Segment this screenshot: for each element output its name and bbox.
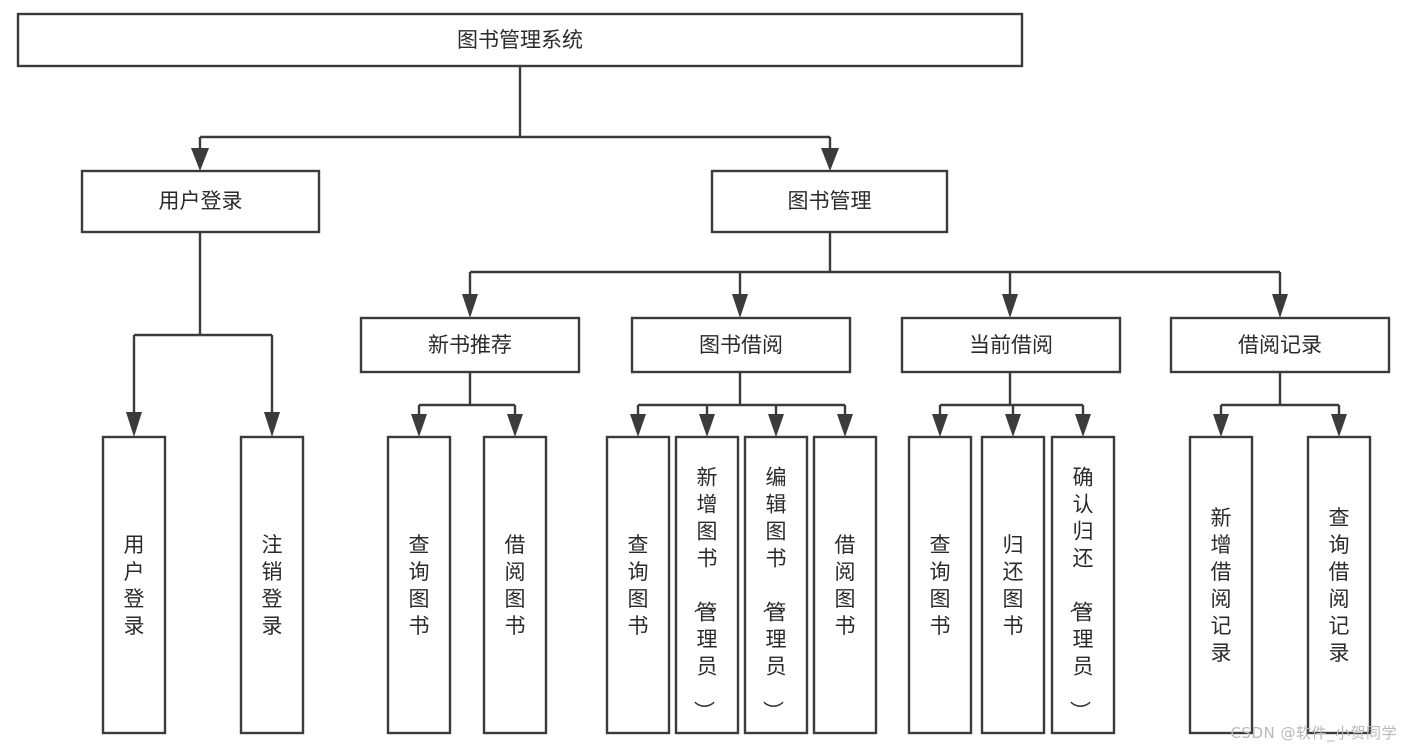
arrowhead-new-book-recommend	[462, 294, 478, 318]
node-borrow-record-label: 借阅记录	[1238, 333, 1322, 357]
node-leaf-query-book-current-label: 查询图书	[930, 533, 951, 638]
node-leaf-add-borrow-record-box[interactable]	[1188, 435, 1254, 735]
node-leaf-query-book-recommend[interactable]: 查询图书	[386, 435, 452, 735]
node-book-management-box[interactable]	[710, 169, 949, 234]
arrowhead-leaf-add-borrow-record	[1213, 414, 1229, 437]
arrowhead-leaf-query-book-recommend	[411, 414, 427, 437]
arrowhead-leaf-query-borrow-record	[1331, 414, 1347, 437]
node-leaf-user-login[interactable]: 用户登录	[101, 435, 167, 735]
node-root-label: 图书管理系统	[457, 28, 583, 52]
node-leaf-borrow-book-recommend-label: 借阅图书	[505, 533, 526, 638]
node-leaf-user-logout-box[interactable]	[239, 435, 305, 735]
csdn-watermark: CSDN @软件_小贺同学	[1230, 724, 1397, 742]
node-leaf-add-book-admin-label: 新增图书（管理员）	[692, 466, 718, 722]
node-leaf-confirm-return-admin[interactable]: 确认归还（管理员）	[1050, 435, 1116, 735]
node-leaf-add-book-admin-box[interactable]	[674, 435, 740, 735]
node-leaf-borrow-book[interactable]: 借阅图书	[812, 435, 878, 735]
node-leaf-query-borrow-record[interactable]: 查询借阅记录	[1306, 435, 1372, 735]
node-leaf-query-book-borrow-box[interactable]	[605, 435, 671, 735]
node-leaf-confirm-return-admin-box[interactable]	[1050, 435, 1116, 735]
arrowhead-leaf-confirm-return-admin	[1075, 414, 1091, 437]
node-user-login[interactable]: 用户登录	[80, 169, 321, 234]
node-leaf-query-book-recommend-box[interactable]	[386, 435, 452, 735]
node-leaf-borrow-book-recommend-box[interactable]	[482, 435, 548, 735]
node-leaf-edit-book-admin-box[interactable]	[743, 435, 809, 735]
arrowhead-user-login	[191, 148, 209, 171]
node-book-borrow-label: 图书借阅	[699, 333, 783, 357]
node-leaf-borrow-book-recommend[interactable]: 借阅图书	[482, 435, 548, 735]
arrowhead-leaf-query-book-borrow	[630, 414, 646, 437]
node-leaf-return-book-box[interactable]	[980, 435, 1046, 735]
node-current-borrow[interactable]: 当前借阅	[900, 316, 1122, 374]
node-user-login-label: 用户登录	[159, 189, 243, 213]
node-leaf-user-login-box[interactable]	[101, 435, 167, 735]
node-leaf-user-logout[interactable]: 注销登录	[239, 435, 305, 735]
node-leaf-add-book-admin[interactable]: 新增图书（管理员）	[674, 435, 740, 735]
node-leaf-confirm-return-admin-label: 确认归还（管理员）	[1068, 466, 1094, 722]
arrowhead-book-borrow	[732, 294, 748, 318]
arrowhead-book-management	[821, 148, 839, 171]
node-current-borrow-label: 当前借阅	[969, 333, 1053, 357]
node-book-borrow-box[interactable]	[630, 316, 852, 374]
node-user-login-box[interactable]	[80, 169, 321, 234]
node-root-box[interactable]	[16, 12, 1024, 68]
leaf-nodes-layer: 用户登录 注销登录 查询图书 借阅图书 查询图书 新增图书（管理员）	[101, 435, 1372, 735]
node-leaf-borrow-book-label: 借阅图书	[835, 533, 856, 638]
arrowhead-borrow-record	[1272, 294, 1288, 318]
node-new-book-recommend-box[interactable]	[359, 316, 581, 374]
arrowhead-current-borrow	[1002, 294, 1018, 318]
node-borrow-record[interactable]: 借阅记录	[1169, 316, 1391, 374]
node-leaf-query-borrow-record-label: 查询借阅记录	[1329, 506, 1350, 665]
node-leaf-query-borrow-record-box[interactable]	[1306, 435, 1372, 735]
arrowhead-leaf-borrow-book	[837, 414, 853, 437]
arrowhead-leaf-add-book-admin	[699, 414, 715, 437]
node-leaf-return-book-label: 归还图书	[1003, 533, 1024, 638]
node-leaf-query-book-borrow-label: 查询图书	[628, 533, 649, 638]
node-leaf-query-book-recommend-label: 查询图书	[409, 533, 430, 638]
arrowhead-leaf-return-book	[1005, 414, 1021, 437]
arrowhead-leaf-borrow-book-recommend	[507, 414, 523, 437]
node-leaf-borrow-book-box[interactable]	[812, 435, 878, 735]
node-new-book-recommend-label: 新书推荐	[428, 333, 512, 357]
node-borrow-record-box[interactable]	[1169, 316, 1391, 374]
arrowhead-leaf-edit-book-admin	[768, 414, 784, 437]
connector-layer	[126, 66, 1347, 437]
node-leaf-edit-book-admin[interactable]: 编辑图书（管理员）	[743, 435, 809, 735]
node-leaf-user-login-label: 用户登录	[124, 533, 145, 638]
node-leaf-query-book-borrow[interactable]: 查询图书	[605, 435, 671, 735]
node-book-management-label: 图书管理	[788, 189, 872, 213]
node-leaf-return-book[interactable]: 归还图书	[980, 435, 1046, 735]
node-book-management[interactable]: 图书管理	[710, 169, 949, 234]
arrowhead-leaf-user-login	[126, 412, 142, 437]
arrowhead-leaf-query-book-current	[932, 414, 948, 437]
node-leaf-query-book-current[interactable]: 查询图书	[907, 435, 973, 735]
node-leaf-edit-book-admin-label: 编辑图书（管理员）	[761, 466, 787, 722]
node-leaf-query-book-current-box[interactable]	[907, 435, 973, 735]
node-leaf-user-logout-label: 注销登录	[262, 533, 283, 638]
arrowhead-leaf-user-logout	[264, 412, 280, 437]
node-new-book-recommend[interactable]: 新书推荐	[359, 316, 581, 374]
node-current-borrow-box[interactable]	[900, 316, 1122, 374]
node-leaf-add-borrow-record-label: 新增借阅记录	[1211, 506, 1232, 665]
node-root[interactable]: 图书管理系统	[16, 12, 1024, 68]
node-leaf-add-borrow-record[interactable]: 新增借阅记录	[1188, 435, 1254, 735]
node-book-borrow[interactable]: 图书借阅	[630, 316, 852, 374]
